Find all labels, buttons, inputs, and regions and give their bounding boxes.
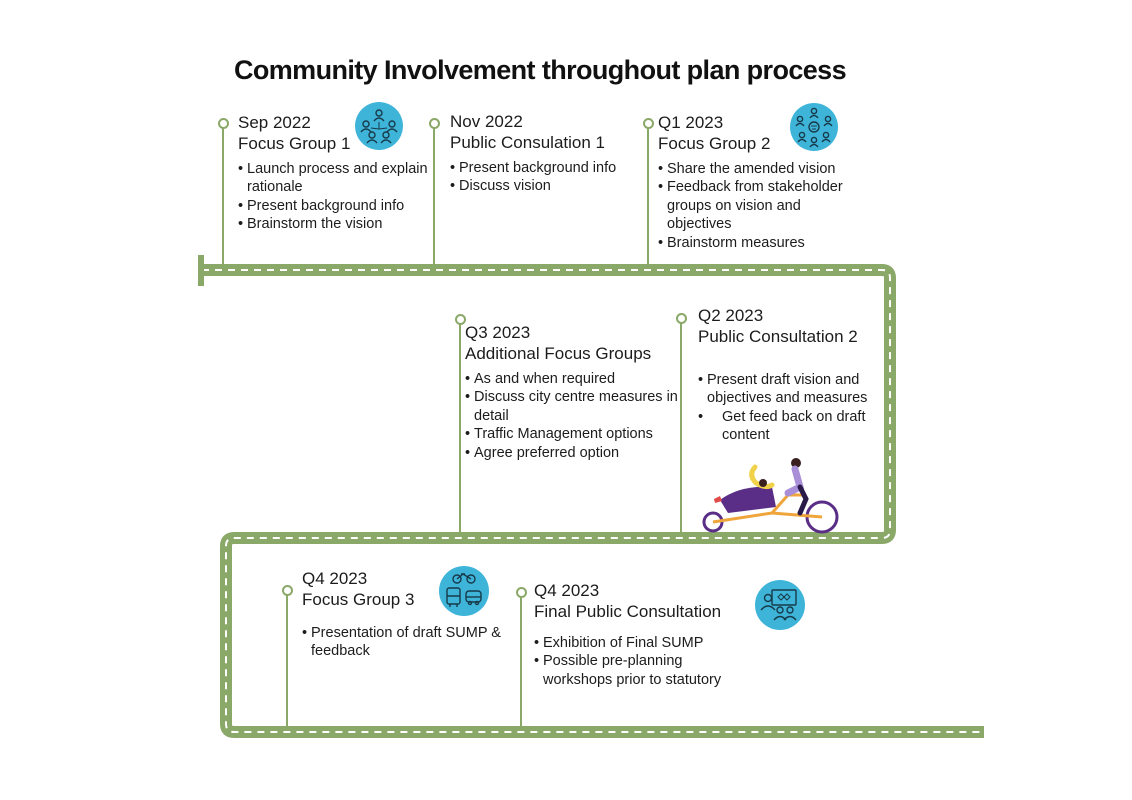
milestone-date: Nov 2022 (450, 112, 523, 131)
milestone-date: Q2 2023 (698, 306, 764, 325)
milestone-date: Q4 2023 (534, 581, 600, 600)
milestone-items: Share the amended vision Feedback from s… (658, 160, 858, 252)
milestone-marker (429, 118, 440, 129)
page-title: Community Involvement throughout plan pr… (233, 55, 847, 85)
list-item: Exhibition of Final SUMP (534, 634, 744, 653)
list-item: Brainstorm measures (658, 234, 858, 253)
list-item: Feedback from stakeholder groups on visi… (658, 178, 858, 233)
milestone-name: Public Consultation 2 (698, 327, 858, 346)
milestone-name: Additional Focus Groups (465, 344, 652, 363)
list-item: Possible pre-planning workshops prior to… (534, 652, 744, 689)
transport-modes-icon (439, 566, 489, 616)
list-item: Launch process and explain rationale (238, 160, 438, 197)
list-item: Presentation of draft SUMP & feedback (302, 624, 502, 661)
list-item: Traffic Management options (465, 425, 680, 444)
milestone-marker (455, 314, 466, 325)
milestone-items: Launch process and explain rationale Pre… (238, 160, 438, 234)
milestone-marker (643, 118, 654, 129)
milestone-stem (647, 127, 649, 264)
stakeholder-group-icon (790, 103, 838, 151)
milestone-items: Presentation of draft SUMP & feedback (302, 624, 502, 661)
milestone-stem (433, 127, 435, 264)
milestone-name: Public Consulation 1 (450, 133, 605, 152)
list-item: Present draft vision and objectives and … (698, 371, 873, 408)
list-item: Agree preferred option (465, 444, 680, 463)
people-network-icon (355, 102, 403, 150)
milestone-items: Present background info Discuss vision (450, 159, 640, 196)
milestone-name: Focus Group 2 (658, 134, 771, 153)
milestone-stem (222, 127, 224, 264)
milestone-marker (676, 313, 687, 324)
milestone-marker (282, 585, 293, 596)
list-item: Present background info (238, 197, 438, 216)
list-item: Get feed back on draft content (698, 408, 873, 445)
milestone-name: Focus Group 1 (238, 134, 351, 153)
milestone-name: Final Public Consultation (534, 602, 722, 621)
milestone-name: Focus Group 3 (302, 590, 415, 609)
milestone-date: Q1 2023 (658, 113, 724, 132)
milestone-items: Exhibition of Final SUMP Possible pre-pl… (534, 634, 744, 689)
milestone-stem (286, 594, 288, 726)
list-item: As and when required (465, 370, 680, 389)
list-item: Brainstorm the vision (238, 215, 438, 234)
milestone-stem (459, 324, 461, 532)
milestone-date: Q4 2023 (302, 569, 368, 588)
list-item: Present background info (450, 159, 640, 178)
milestone-stem (680, 322, 682, 532)
milestone-items: Present draft vision and objectives and … (698, 371, 873, 445)
list-item: Discuss city centre measures in detail (465, 388, 680, 425)
list-item: Discuss vision (450, 177, 640, 196)
milestone-items: As and when required Discuss city centre… (465, 370, 680, 462)
milestone-date: Sep 2022 (238, 113, 311, 132)
milestone-marker (516, 587, 527, 598)
milestone-marker (218, 118, 229, 129)
presentation-people-icon (755, 580, 805, 630)
milestone-date: Q3 2023 (465, 323, 531, 342)
milestone-stem (520, 596, 522, 726)
cargo-bike-icon (702, 458, 839, 534)
list-item: Share the amended vision (658, 160, 858, 179)
